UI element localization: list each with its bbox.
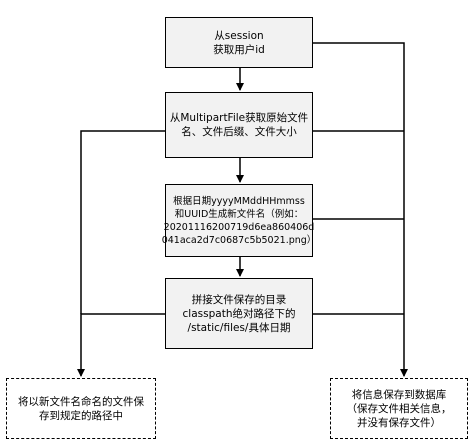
- node-generate-filename-line-2: 和UUID生成新文件名（例如：: [174, 208, 304, 220]
- node-save-db: 将信息保存到数据库 （保存文件相关信息， 并没有保存文件）: [330, 378, 468, 439]
- node-get-user-id: 从session 获取用户id: [165, 17, 313, 68]
- node-read-multipart-line-1: 从MultipartFile获取原始文件: [169, 112, 309, 124]
- node-build-path: 拼接文件保存的目录 classpath绝对路径下的 /static/files/…: [165, 278, 313, 349]
- node-get-user-id-line-2: 获取用户id: [213, 43, 265, 56]
- node-generate-filename-line-3: 20201116200719d6ea860406d: [163, 221, 315, 233]
- arrow-session-to-save-db: [313, 42, 408, 377]
- node-generate-filename-line-1: 根据日期yyyyMMddHHmmss: [173, 195, 305, 207]
- node-generate-filename: 根据日期yyyyMMddHHmmss 和UUID生成新文件名（例如： 20201…: [162, 184, 316, 257]
- arrow-multipart-to-save-file: [80, 130, 165, 314]
- node-save-db-line-3: 并没有保存文件）: [357, 416, 441, 429]
- node-save-file: 将以新文件名命名的文件保 存到规定的路径中: [6, 378, 156, 439]
- node-build-path-line-3: /static/files/具体日期: [187, 321, 291, 334]
- node-read-multipart: 从MultipartFile获取原始文件 名、文件后缀、文件大小: [165, 92, 313, 158]
- node-get-user-id-line-1: 从session: [214, 29, 264, 42]
- node-read-multipart-line-2: 名、文件后缀、文件大小: [181, 126, 297, 138]
- arrow-path-to-save-file: [77, 313, 165, 377]
- node-save-file-line-1: 将以新文件名命名的文件保: [18, 395, 144, 408]
- node-build-path-line-2: classpath绝对路径下的: [182, 307, 296, 320]
- node-save-db-line-2: （保存文件相关信息，: [346, 402, 452, 415]
- node-save-db-line-1: 将信息保存到数据库: [351, 388, 447, 401]
- node-build-path-line-1: 拼接文件保存的目录: [191, 293, 287, 306]
- node-generate-filename-line-4: 041aca2d7c0687c5b5021.png）: [161, 234, 317, 246]
- node-save-file-line-2: 存到规定的路径中: [39, 409, 123, 422]
